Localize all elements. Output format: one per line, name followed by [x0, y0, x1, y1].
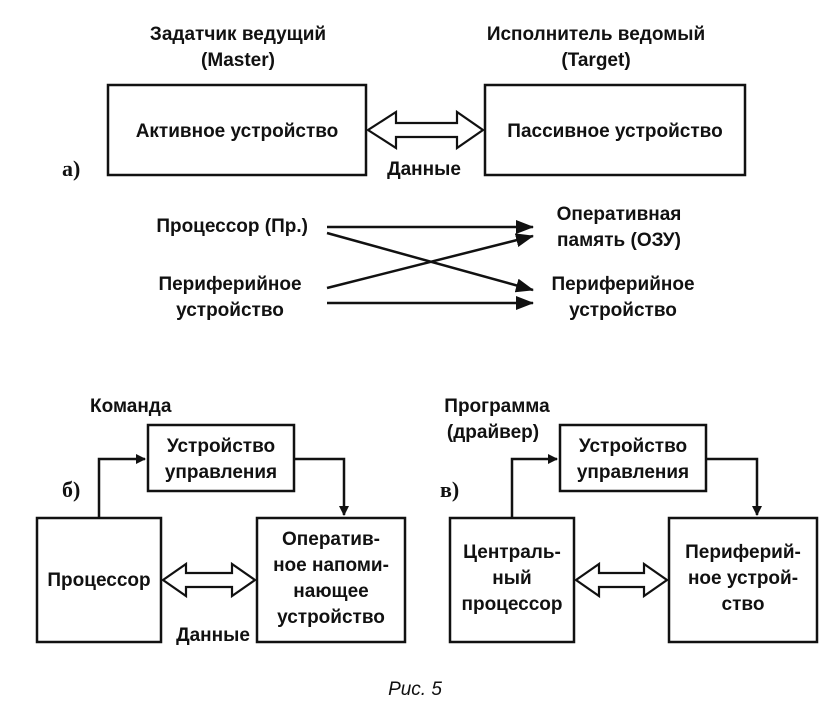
processor-label: Процессор (Пр.) [156, 216, 308, 237]
section-c: Программа (драйвер) Устройство управлени… [440, 396, 819, 644]
peripheral-left-line2: устройство [176, 300, 284, 321]
ram-label-line1: Оперативная [557, 204, 682, 225]
cpu-c-line2: ный [492, 568, 531, 589]
passive-device-label: Пассивное устройство [507, 121, 722, 142]
figure-caption: Рис. 5 [388, 679, 442, 700]
processor-box-b [35, 516, 163, 644]
memory-box-b [255, 516, 407, 644]
section-b: Команда Устройство управления б) Процесс… [35, 396, 407, 646]
control-unit-box-b [146, 423, 296, 493]
data-double-arrow-a [365, 109, 485, 151]
arrow-peripheral-to-ram [326, 233, 534, 290]
cpu-c-line3: процессор [461, 594, 562, 615]
peripheral-c-line2: ное устрой- [688, 568, 798, 589]
memory-b-line3: нающее [293, 581, 368, 602]
marker-b: б) [62, 477, 80, 502]
section-a: Задатчик ведущий (Master) Исполнитель ве… [62, 24, 747, 321]
peripheral-right-line2: устройство [569, 300, 677, 321]
active-device-box [106, 83, 368, 177]
processor-label-b: Процессор [47, 570, 150, 591]
peripheral-right-line1: Периферийное [551, 274, 694, 295]
control-unit-c-line2: управления [577, 462, 689, 483]
master-title-line1: Задатчик ведущий [150, 24, 326, 45]
target-title-line2: (Target) [561, 50, 630, 71]
cpu-box-c [448, 516, 576, 644]
target-title-line1: Исполнитель ведомый [487, 24, 705, 45]
memory-b-line1: Оператив- [282, 529, 380, 550]
marker-a: а) [62, 156, 80, 181]
peripheral-c-line3: ство [722, 594, 765, 615]
ram-label-line2: память (ОЗУ) [557, 230, 681, 251]
arrow-control-to-peripheral-c [706, 457, 762, 516]
master-title-line2: (Master) [201, 50, 275, 71]
cpu-c-line1: Централь- [463, 542, 561, 563]
program-label-line2: (драйвер) [447, 422, 539, 443]
control-unit-c-line1: Устройство [579, 436, 687, 457]
control-unit-b-line2: управления [165, 462, 277, 483]
peripheral-c-line1: Периферий- [685, 542, 801, 563]
arrow-control-to-memory-b [294, 457, 349, 516]
data-label-a: Данные [387, 159, 461, 180]
memory-b-line4: устройство [277, 607, 385, 628]
marker-c: в) [440, 477, 459, 502]
control-unit-b-line1: Устройство [167, 436, 275, 457]
memory-b-line2: ное напоми- [273, 555, 389, 576]
passive-device-box [483, 83, 747, 177]
arrow-cpu-to-control-c [510, 454, 558, 518]
arrow-processor-to-control-b [97, 454, 146, 518]
active-device-label: Активное устройство [136, 121, 339, 142]
data-double-arrow-c [574, 561, 669, 599]
data-double-arrow-b [161, 561, 257, 599]
data-label-b: Данные [176, 625, 250, 646]
control-unit-box-c [558, 423, 708, 493]
peripheral-box-c [667, 516, 819, 644]
program-label-line1: Программа [444, 396, 550, 417]
command-label: Команда [90, 396, 172, 417]
peripheral-left-line1: Периферийное [158, 274, 301, 295]
